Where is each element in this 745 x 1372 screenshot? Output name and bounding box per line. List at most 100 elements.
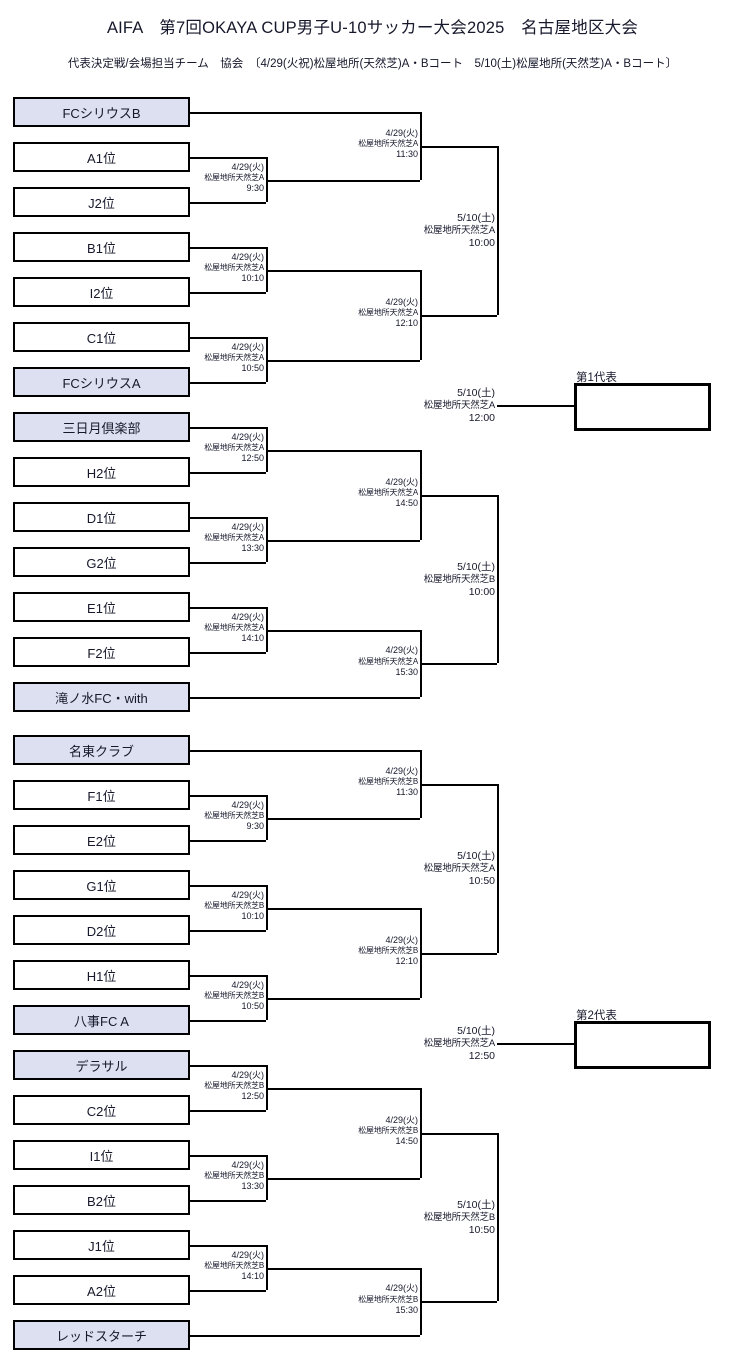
round1-match-info-time: 13:30 [241, 1180, 264, 1191]
round1-match-info-time: 12:50 [241, 452, 264, 463]
team-box[interactable]: D2位 [13, 915, 190, 945]
team-box[interactable]: FCシリウスA [13, 367, 190, 397]
round2-match-info-venue: 松屋地所天然芝A [358, 307, 418, 317]
round1-match-info-date: 4/29(火) [231, 431, 264, 442]
team-name: D2位 [86, 923, 117, 939]
team-box[interactable]: 八事FC A [13, 1005, 190, 1035]
round1-connector-top [190, 427, 266, 429]
round1-connector-top [190, 337, 266, 339]
team-name: デラサル [75, 1058, 128, 1074]
team-box[interactable]: E1位 [13, 592, 190, 622]
team-box[interactable]: 名東クラブ [13, 735, 190, 765]
team-box[interactable]: FCシリウスB [13, 97, 190, 127]
round1-match-info-venue: 松屋地所天然芝B [204, 1260, 264, 1270]
round2-match-info-date: 4/29(火) [385, 296, 418, 307]
team-name: F2位 [87, 645, 116, 661]
round2-match-info-venue: 松屋地所天然芝B [358, 1294, 418, 1304]
team-box[interactable]: J2位 [13, 187, 190, 217]
round2-match-info-time: 15:30 [395, 1304, 418, 1315]
team-name: FCシリウスB [62, 105, 141, 121]
team-box[interactable]: H1位 [13, 960, 190, 990]
round1-connector-top [190, 1245, 266, 1247]
round1-match-info-venue: 松屋地所天然芝A [204, 172, 264, 182]
representative-box[interactable] [574, 1020, 711, 1069]
semifinal-match-info-venue: 松屋地所天然芝A [423, 225, 495, 237]
round2-match-info-date: 4/29(火) [385, 1283, 418, 1294]
round1-connector-bottom [190, 840, 266, 842]
round1-match-info-time: 9:30 [246, 820, 264, 831]
team-box[interactable]: レッドスターチ [13, 1320, 190, 1350]
team-name: 三日月倶楽部 [62, 420, 141, 436]
round2-match-info-time: 12:10 [395, 317, 418, 328]
team-box[interactable]: J1位 [13, 1230, 190, 1260]
team-box[interactable]: H2位 [13, 457, 190, 487]
round1-match-info-date: 4/29(火) [231, 161, 264, 172]
team-box[interactable]: I1位 [13, 1140, 190, 1170]
round2-connector-bottom [266, 179, 420, 182]
team-box[interactable]: I2位 [13, 277, 190, 307]
round1-match-info-date: 4/29(火) [231, 251, 264, 262]
round2-connector-bottom [266, 539, 420, 542]
semifinal-connector-bottom [420, 314, 497, 317]
semifinal-connector-top [420, 1132, 497, 1135]
round1-match-info-date: 4/29(火) [231, 1069, 264, 1080]
semifinal-connector-top [420, 783, 497, 786]
team-box[interactable]: F2位 [13, 637, 190, 667]
team-box[interactable]: 三日月倶楽部 [13, 412, 190, 442]
semifinal-match-info-venue: 松屋地所天然芝A [423, 863, 495, 875]
team-name: B2位 [87, 1193, 116, 1209]
round1-connector-bottom [190, 382, 266, 384]
semifinal-vertical [497, 783, 499, 953]
round1-match-info-time: 13:30 [241, 542, 264, 553]
team-name: C1位 [86, 330, 117, 346]
round2-match-info-date: 4/29(火) [385, 127, 418, 138]
team-box[interactable]: A2位 [13, 1275, 190, 1305]
team-name: A1位 [87, 150, 116, 166]
round2-match-info-date: 4/29(火) [385, 765, 418, 776]
round1-match-info-venue: 松屋地所天然芝A [204, 532, 264, 542]
final-connector [497, 1042, 574, 1045]
round1-match-info-venue: 松屋地所天然芝A [204, 442, 264, 452]
team-box[interactable]: G1位 [13, 870, 190, 900]
team-box[interactable]: E2位 [13, 825, 190, 855]
semifinal-match-info-time: 10:00 [468, 237, 495, 250]
team-box[interactable]: D1位 [13, 502, 190, 532]
round1-match-info-time: 9:30 [246, 182, 264, 193]
team-name: J1位 [88, 1238, 115, 1254]
team-box[interactable]: 滝ノ水FC・with [13, 682, 190, 712]
team-box[interactable]: A1位 [13, 142, 190, 172]
team-box[interactable]: B1位 [13, 232, 190, 262]
round1-match-info-venue: 松屋地所天然芝B [204, 990, 264, 1000]
team-box[interactable]: デラサル [13, 1050, 190, 1080]
final-match-info-time: 12:00 [468, 411, 495, 424]
round2-connector-bottom [266, 997, 420, 1000]
round2-match-info-time: 11:30 [396, 787, 418, 797]
representative-label: 第1代表 [576, 371, 617, 384]
round1-match-info-date: 4/29(火) [231, 521, 264, 532]
round1-connector-bottom [190, 1020, 266, 1022]
round1-connector-bottom [190, 1110, 266, 1112]
team-box[interactable]: C2位 [13, 1095, 190, 1125]
team-box[interactable]: G2位 [13, 547, 190, 577]
team-box[interactable]: F1位 [13, 780, 190, 810]
round1-match-info-venue: 松屋地所天然芝B [204, 810, 264, 820]
round2-connector-top [266, 907, 420, 910]
team-box[interactable]: B2位 [13, 1185, 190, 1215]
team-name: 名東クラブ [68, 743, 134, 759]
team-box[interactable]: C1位 [13, 322, 190, 352]
representative-box[interactable] [574, 382, 711, 431]
round1-connector-top [190, 157, 266, 159]
